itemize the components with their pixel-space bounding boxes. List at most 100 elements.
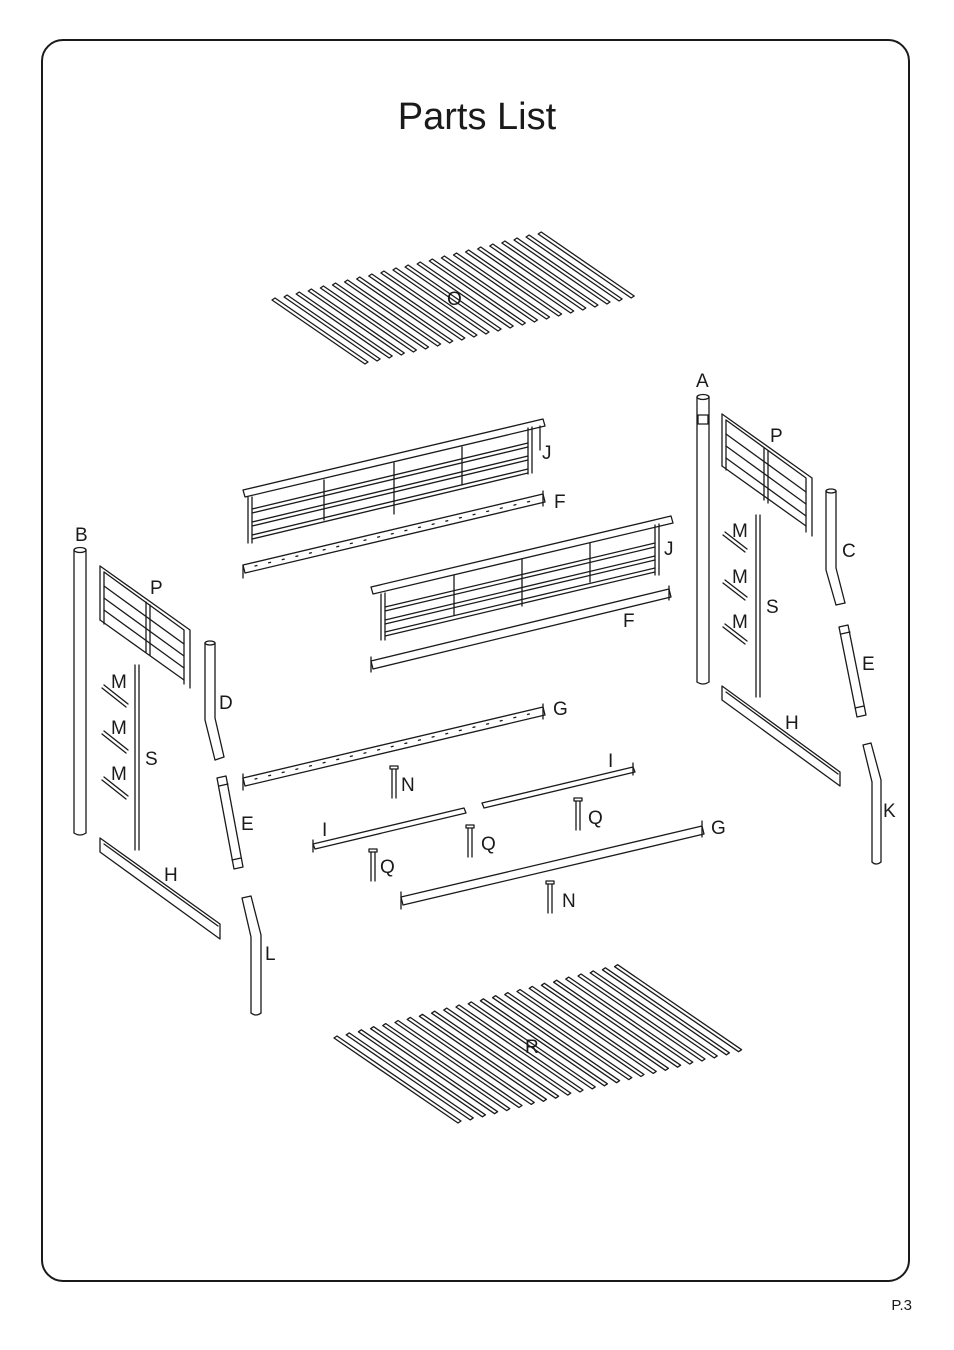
part-F-beam-front [370, 585, 672, 673]
label-S-right: S [766, 597, 779, 618]
label-P-left: P [150, 578, 163, 599]
part-R-slat [516, 988, 645, 1078]
part-L-post [241, 895, 262, 1016]
part-R-slat [467, 1001, 596, 1090]
part-R-slat [552, 979, 682, 1068]
part-labels: O A P J F M B J C M P S F M E M D G M H … [75, 289, 896, 1058]
part-O-slat [392, 267, 490, 335]
part-R-slat [357, 1029, 487, 1118]
part-P-panel-right [721, 413, 813, 537]
part-S-post-left [134, 664, 140, 851]
part-O-slat [283, 294, 381, 362]
part-F-beam-back [242, 490, 546, 579]
part-R-slat [406, 1016, 535, 1106]
part-O-slat [343, 279, 442, 347]
label-H-right: H [785, 713, 799, 734]
label-F-back: F [554, 492, 566, 513]
page-title: Parts List [397, 96, 557, 138]
part-I-rail-left [312, 807, 467, 853]
part-Q-leg-3 [368, 848, 378, 882]
part-R-slats [333, 964, 743, 1124]
part-O-slat [452, 252, 551, 320]
part-H-rail-left [99, 837, 221, 940]
part-O-slat [356, 276, 454, 344]
part-G-rail-lower [400, 820, 705, 910]
part-O-slat [416, 261, 514, 329]
page-number: P.3 [891, 1297, 912, 1314]
part-A-post [696, 393, 710, 685]
part-R-slat [504, 991, 633, 1081]
label-L: L [265, 944, 276, 965]
label-G-upper: G [553, 699, 568, 720]
label-P-right: P [770, 426, 783, 447]
part-O-slat [537, 231, 635, 299]
part-K-post [862, 742, 882, 865]
part-R-slat [565, 976, 694, 1065]
part-E-connector-right [838, 624, 867, 718]
part-R-slat [333, 1035, 462, 1124]
label-M-right-2: M [732, 567, 748, 588]
part-O-slat [295, 291, 393, 359]
label-D: D [219, 693, 233, 714]
part-R-slat [589, 970, 718, 1059]
part-O-slat [525, 234, 623, 302]
label-S-left: S [145, 749, 158, 770]
part-Q-leg-1 [573, 797, 583, 831]
part-O-slat [501, 240, 599, 308]
label-I-right: I [608, 751, 613, 772]
part-R-slat [577, 973, 706, 1062]
label-R: R [525, 1037, 539, 1058]
label-N-lower: N [562, 891, 576, 912]
part-G-rail-upper [242, 703, 546, 791]
label-C: C [842, 541, 856, 562]
label-J-front: J [664, 539, 674, 560]
part-O-slat [380, 270, 478, 338]
part-R-slat [528, 985, 657, 1075]
part-J-guard-rail-front [370, 515, 674, 641]
part-R-slat [455, 1004, 584, 1093]
part-I-rail-right [481, 762, 636, 809]
label-Q-right: Q [588, 808, 603, 829]
part-C-post [825, 488, 846, 606]
part-R-slat [479, 998, 609, 1087]
part-O-slat [404, 264, 502, 332]
part-R-slat [382, 1022, 511, 1112]
label-N-upper: N [401, 775, 415, 796]
label-M-left-2: M [111, 718, 127, 739]
part-S-post-right [755, 514, 761, 698]
label-E-left: E [241, 814, 254, 835]
part-H-rail-right [721, 685, 841, 787]
label-J-back: J [542, 443, 552, 464]
label-K: K [883, 801, 896, 822]
part-R-slat [443, 1007, 572, 1096]
label-F-front: F [623, 611, 635, 632]
part-R-slat [418, 1013, 548, 1102]
label-Q-left: Q [380, 857, 395, 878]
label-M-right-1: M [732, 521, 748, 542]
part-R-slat [613, 964, 743, 1053]
part-R-slat [601, 967, 731, 1056]
part-N-leg-1 [389, 765, 399, 799]
part-M-rungs [101, 531, 748, 800]
part-N-leg-2 [545, 880, 555, 914]
part-R-slat [345, 1032, 474, 1121]
part-B-post [73, 546, 87, 836]
part-J-guard-rail-back [242, 418, 546, 544]
part-O-slat [319, 285, 418, 353]
label-G-lower: G [711, 818, 726, 839]
label-M-right-3: M [732, 612, 748, 633]
label-I-left: I [322, 820, 327, 841]
label-O: O [447, 289, 462, 310]
part-P-panel-left [99, 565, 191, 689]
part-O-slat [331, 282, 430, 350]
part-O-slat [489, 243, 587, 311]
label-M-left-3: M [111, 764, 127, 785]
part-O-slat [513, 237, 611, 305]
part-R-slat [369, 1026, 499, 1115]
page-frame [41, 39, 910, 1282]
part-R-slat [394, 1019, 523, 1109]
part-D-post [204, 640, 225, 761]
part-O-slat [477, 246, 575, 314]
part-O-slat [368, 273, 466, 341]
